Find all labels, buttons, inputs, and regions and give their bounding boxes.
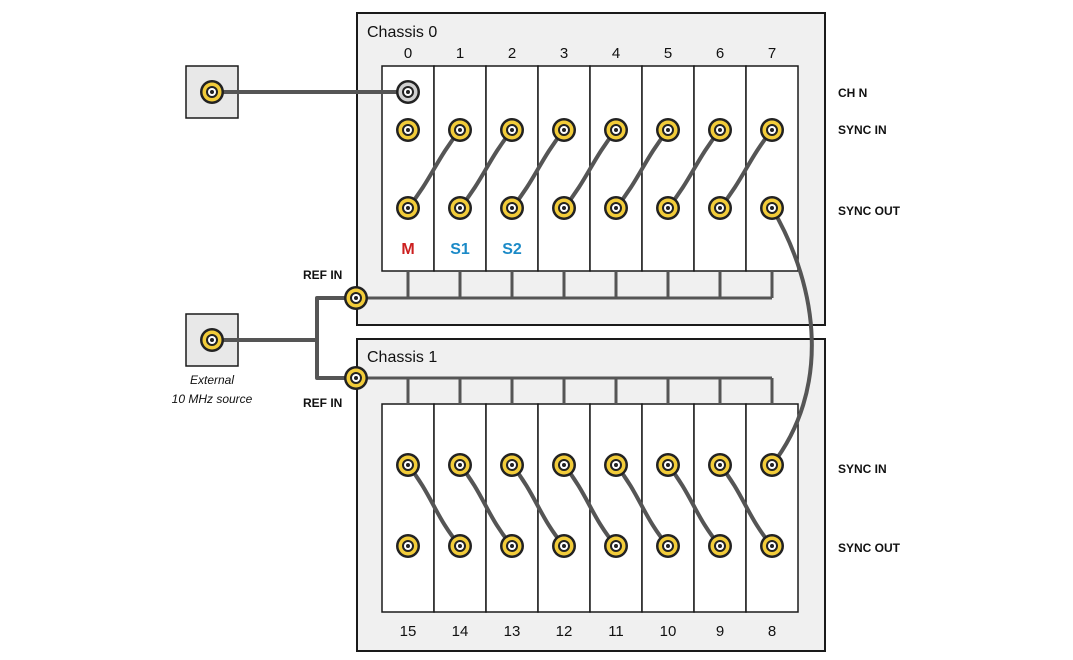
sync-in-label-chassis-0: SYNC IN xyxy=(838,123,887,137)
sync-out-connector[interactable] xyxy=(656,534,680,558)
card xyxy=(693,403,747,613)
ref-cable-chassis-0 xyxy=(210,296,358,342)
sync-in-connector[interactable] xyxy=(708,118,732,142)
sync-out-connector[interactable] xyxy=(448,534,472,558)
chassis-1-cards xyxy=(381,403,799,613)
ref-cable-chassis-1 xyxy=(315,338,358,380)
slot-number: 1 xyxy=(456,45,464,62)
sync-out-connector[interactable] xyxy=(552,534,576,558)
sync-out-connector[interactable] xyxy=(396,534,420,558)
chassis-0-cards xyxy=(381,65,799,272)
sync-in-connector[interactable] xyxy=(760,453,784,477)
ref-in-connector-chassis-1[interactable] xyxy=(344,366,368,390)
ch-n-connector[interactable] xyxy=(396,80,420,104)
card xyxy=(745,65,799,272)
slot-number: 6 xyxy=(716,45,724,62)
slot-number: 7 xyxy=(768,45,776,62)
card xyxy=(537,65,591,272)
card xyxy=(485,65,539,272)
sync-out-connector[interactable] xyxy=(604,534,628,558)
card xyxy=(485,403,539,613)
slot-number: 10 xyxy=(660,623,677,640)
card xyxy=(641,65,695,272)
sync-out-label-chassis-0: SYNC OUT xyxy=(838,204,901,218)
external-source-caption-line1: External xyxy=(190,373,234,387)
sync-in-connector[interactable] xyxy=(604,453,628,477)
slot-number: 12 xyxy=(556,623,573,640)
ch-n-label: CH N xyxy=(838,86,867,100)
sync-in-connector[interactable] xyxy=(396,118,420,142)
ref-in-label-chassis-1: REF IN xyxy=(303,396,342,410)
sync-in-label-chassis-1: SYNC IN xyxy=(838,462,887,476)
slot-number: 13 xyxy=(504,623,521,640)
sync-out-connector[interactable] xyxy=(552,196,576,220)
ref-in-label-chassis-0: REF IN xyxy=(303,268,342,282)
sync-out-connector[interactable] xyxy=(500,196,524,220)
sync-out-connector[interactable] xyxy=(708,196,732,220)
slave-1-label: S1 xyxy=(450,241,470,258)
reference-buses xyxy=(356,271,774,404)
card xyxy=(381,403,435,613)
card xyxy=(693,65,747,272)
slot-number: 9 xyxy=(716,623,724,640)
sync-out-label-chassis-1: SYNC OUT xyxy=(838,541,901,555)
slot-number: 3 xyxy=(560,45,568,62)
ref-in-connector-chassis-0[interactable] xyxy=(344,286,368,310)
master-label: M xyxy=(401,241,414,258)
inter-chassis-sync-cable xyxy=(770,206,814,467)
sync-in-connector[interactable] xyxy=(656,453,680,477)
sync-in-connector[interactable] xyxy=(500,453,524,477)
sync-in-connector[interactable] xyxy=(448,453,472,477)
sync-in-connector[interactable] xyxy=(552,118,576,142)
slot-number: 4 xyxy=(612,45,620,62)
sync-in-connector[interactable] xyxy=(656,118,680,142)
connectors xyxy=(200,80,784,558)
slot-number: 11 xyxy=(608,623,624,640)
sync-out-connector[interactable] xyxy=(760,534,784,558)
sync-in-connector[interactable] xyxy=(552,453,576,477)
external-10mhz-connector[interactable] xyxy=(200,328,224,352)
trigger-source-connector[interactable] xyxy=(200,80,224,104)
chassis-1-title: Chassis 1 xyxy=(367,349,437,366)
card xyxy=(537,403,591,613)
sync-out-connector[interactable] xyxy=(604,196,628,220)
chassis-0-slot-numbers: 0 1 2 3 4 5 6 7 xyxy=(404,45,776,62)
sync-out-connector[interactable] xyxy=(656,196,680,220)
slot-number: 14 xyxy=(452,623,469,640)
sync-in-connector[interactable] xyxy=(708,453,732,477)
sync-in-connector[interactable] xyxy=(604,118,628,142)
sync-out-connector[interactable] xyxy=(500,534,524,558)
sync-out-connector[interactable] xyxy=(708,534,732,558)
chassis-0-title: Chassis 0 xyxy=(367,24,437,41)
sync-in-connector[interactable] xyxy=(760,118,784,142)
card xyxy=(589,65,643,272)
card xyxy=(641,403,695,613)
slot-number: 0 xyxy=(404,45,412,62)
sync-in-connector[interactable] xyxy=(448,118,472,142)
card xyxy=(433,403,487,613)
sync-in-connector[interactable] xyxy=(396,453,420,477)
slot-number: 2 xyxy=(508,45,516,62)
sync-in-connector[interactable] xyxy=(500,118,524,142)
sync-out-connector[interactable] xyxy=(396,196,420,220)
external-source-caption-line2: 10 MHz source xyxy=(172,392,253,406)
slot-number: 5 xyxy=(664,45,672,62)
slot-number: 8 xyxy=(768,623,776,640)
card xyxy=(589,403,643,613)
slave-2-label: S2 xyxy=(502,241,522,258)
sync-out-connector[interactable] xyxy=(448,196,472,220)
sync-out-connector[interactable] xyxy=(760,196,784,220)
slot-number: 15 xyxy=(400,623,417,640)
chassis-1-slot-numbers: 15 14 13 12 11 10 9 8 xyxy=(400,623,777,640)
